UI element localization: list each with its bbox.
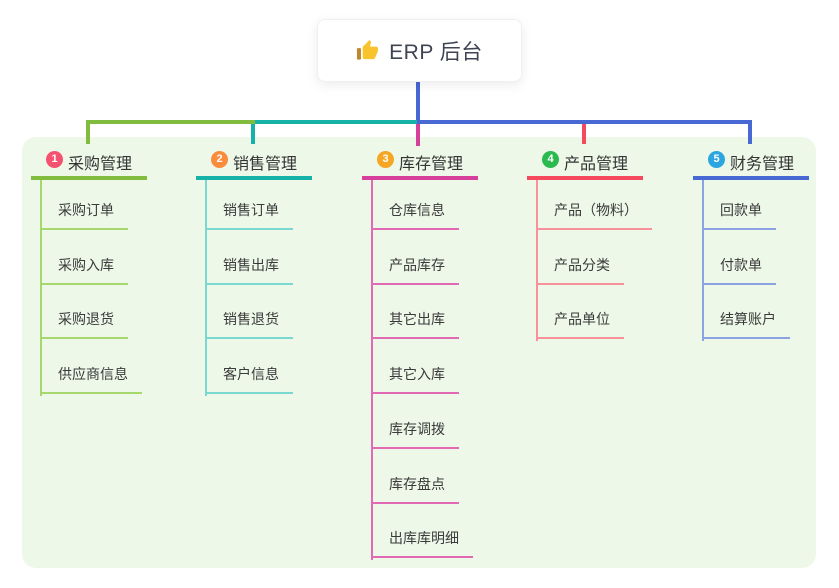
branch-index-badge: 3 (377, 151, 394, 168)
branch-underline (693, 176, 809, 180)
branch-node-产品管理[interactable]: 产品管理 (564, 156, 629, 173)
connector-horizontal-teal (255, 120, 417, 124)
sub-branch-line (702, 180, 704, 341)
leaf-node-出库库明细[interactable]: 出库库明细 (371, 522, 473, 558)
connector-drop-销售管理 (251, 120, 255, 144)
sub-branch-line (205, 180, 207, 396)
leaf-node-供应商信息[interactable]: 供应商信息 (40, 358, 142, 394)
leaf-node-付款单[interactable]: 付款单 (702, 249, 776, 285)
connector-horizontal-green (86, 120, 255, 124)
root-connector-line (416, 82, 420, 122)
leaf-node-销售订单[interactable]: 销售订单 (205, 194, 293, 230)
leaf-node-仓库信息[interactable]: 仓库信息 (371, 194, 459, 230)
leaf-node-产品分类[interactable]: 产品分类 (536, 249, 624, 285)
branch-underline (196, 176, 312, 180)
connector-horizontal-blue (417, 120, 752, 124)
leaf-node-销售出库[interactable]: 销售出库 (205, 249, 293, 285)
branch-index-badge: 4 (542, 151, 559, 168)
branch-node-库存管理[interactable]: 库存管理 (399, 156, 464, 173)
thumbs-up-icon (356, 39, 379, 62)
branch-index-badge: 1 (46, 151, 63, 168)
branch-index-badge: 5 (708, 151, 725, 168)
sub-branch-line (536, 180, 538, 341)
leaf-node-库存调拨[interactable]: 库存调拨 (371, 413, 459, 449)
branch-index-badge: 2 (211, 151, 228, 168)
root-node-erp[interactable]: ERP 后台 (317, 19, 522, 82)
sub-branch-line (40, 180, 42, 396)
leaf-node-其它出库[interactable]: 其它出库 (371, 303, 459, 339)
branch-node-销售管理[interactable]: 销售管理 (233, 156, 298, 173)
connector-drop-产品管理 (582, 120, 586, 144)
leaf-node-结算账户[interactable]: 结算账户 (702, 303, 790, 339)
branches-panel (22, 137, 816, 568)
branch-underline (527, 176, 643, 180)
leaf-node-采购入库[interactable]: 采购入库 (40, 249, 128, 285)
connector-drop-采购管理 (86, 120, 90, 144)
leaf-node-采购退货[interactable]: 采购退货 (40, 303, 128, 339)
leaf-node-客户信息[interactable]: 客户信息 (205, 358, 293, 394)
connector-drop-财务管理 (748, 120, 752, 144)
leaf-node-产品库存[interactable]: 产品库存 (371, 249, 459, 285)
sub-branch-line (371, 180, 373, 560)
leaf-node-采购订单[interactable]: 采购订单 (40, 194, 128, 230)
branch-node-财务管理[interactable]: 财务管理 (730, 156, 795, 173)
leaf-node-产品单位[interactable]: 产品单位 (536, 303, 624, 339)
leaf-node-产品（物料）[interactable]: 产品（物料） (536, 194, 652, 230)
leaf-node-回款单[interactable]: 回款单 (702, 194, 776, 230)
connector-drop-库存管理 (416, 124, 420, 146)
branch-node-采购管理[interactable]: 采购管理 (68, 156, 133, 173)
leaf-node-其它入库[interactable]: 其它入库 (371, 358, 459, 394)
branch-underline (362, 176, 478, 180)
leaf-node-库存盘点[interactable]: 库存盘点 (371, 468, 459, 504)
leaf-node-销售退货[interactable]: 销售退货 (205, 303, 293, 339)
root-node-title: ERP 后台 (389, 40, 483, 64)
branch-underline (31, 176, 147, 180)
